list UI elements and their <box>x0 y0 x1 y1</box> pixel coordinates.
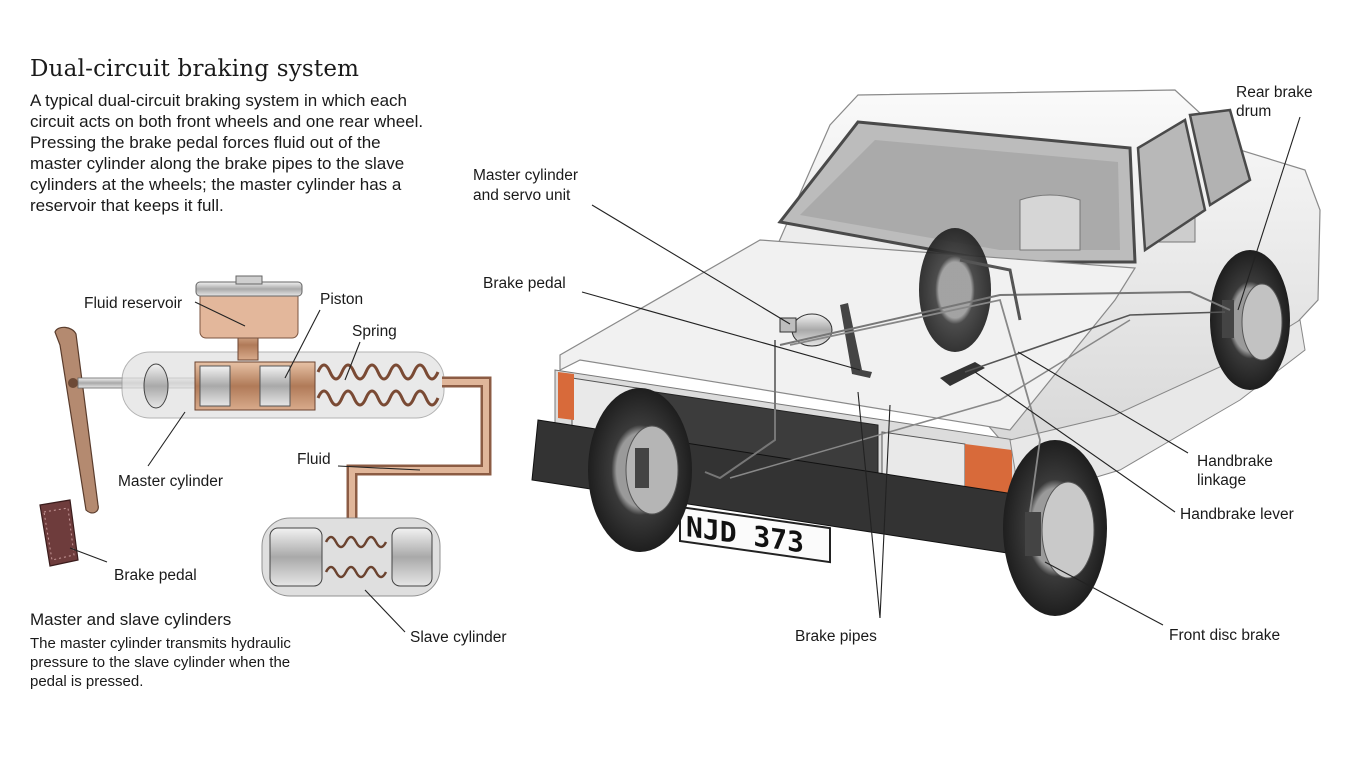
page-title: Dual-circuit braking system <box>30 56 360 82</box>
label-rear-drum-line2: drum <box>1236 103 1272 120</box>
label-master-servo-line1: Master cylinder <box>473 167 579 184</box>
pedal-pad <box>39 499 79 567</box>
seat-front <box>1019 194 1081 251</box>
brake-pipe-4 <box>729 319 1131 479</box>
label-spring: Spring <box>352 323 397 340</box>
brake-pipe-3 <box>789 298 1041 513</box>
leader-spring <box>344 341 361 381</box>
label-handbrake-linkage-line1: Handbrake <box>1197 453 1273 470</box>
leader-rear-drum <box>1237 116 1301 311</box>
rear-brake-drum <box>1222 300 1234 338</box>
leader-car-brake-pedal <box>581 291 861 371</box>
label-car-brake-pedal: Brake pedal <box>483 275 566 292</box>
side-window-front <box>1136 118 1207 253</box>
leader-brake-pipes-a <box>857 391 881 619</box>
label-slave-cylinder: Slave cylinder <box>410 629 507 646</box>
intro-paragraph: A typical dual-circuit braking system in… <box>30 91 424 215</box>
slave-spring <box>324 535 388 549</box>
rear-left-wheel <box>919 228 991 352</box>
side-window-rear <box>1188 108 1252 207</box>
car-illustration: NJD 373 <box>531 89 1321 626</box>
seal-ring <box>143 363 169 409</box>
cylinders-heading: Master and slave cylinders <box>30 610 232 629</box>
number-plate <box>679 505 831 564</box>
label-piston: Piston <box>320 291 364 308</box>
leader-front-disc <box>1044 561 1164 626</box>
cylinders-caption: The master cylinder transmits hydraulic … <box>30 635 291 690</box>
label-fluid-reservoir: Fluid reservoir <box>84 295 183 312</box>
label-master-servo-line2: and servo unit <box>473 187 571 204</box>
leader-brake-pipes-b <box>879 404 891 619</box>
car-brake-pedal <box>840 303 872 378</box>
label-front-disc-brake: Front disc brake <box>1169 627 1281 644</box>
label-fluid: Fluid <box>297 451 331 468</box>
indicator-right <box>965 444 1012 496</box>
handbrake-lever <box>940 362 985 386</box>
cylinder-diagram <box>39 275 492 633</box>
label-handbrake-lever: Handbrake lever <box>1180 506 1294 523</box>
leader-fluid-reservoir <box>194 301 246 327</box>
leader-brake-pedal <box>69 547 108 563</box>
handbrake-cable <box>959 258 1022 321</box>
label-rear-drum-line1: Rear brake <box>1236 84 1313 101</box>
fluid-reservoir <box>199 289 299 339</box>
leader-piston <box>284 309 321 379</box>
indicator-left <box>558 372 574 420</box>
pedal-pivot <box>68 378 78 388</box>
label-brake-pipes: Brake pipes <box>795 628 877 645</box>
label-cyl-brake-pedal: Brake pedal <box>114 567 197 584</box>
brake-pipe-1 <box>704 340 776 480</box>
brake-pipe-2 <box>779 290 1231 346</box>
label-handbrake-linkage-line2: linkage <box>1197 472 1247 489</box>
leader-slave-cylinder <box>364 589 406 633</box>
front-disc-brake <box>1025 512 1041 556</box>
pedal-arm <box>54 326 99 514</box>
spring <box>316 363 440 381</box>
label-master-cylinder: Master cylinder <box>118 473 224 490</box>
leader-handbrake-linkage <box>1017 351 1189 454</box>
leader-fluid <box>337 465 421 471</box>
leader-master-cylinder <box>147 411 186 467</box>
master-cylinder <box>779 317 797 333</box>
leader-handbrake-lever <box>974 371 1176 513</box>
leader-master-servo <box>591 204 791 325</box>
